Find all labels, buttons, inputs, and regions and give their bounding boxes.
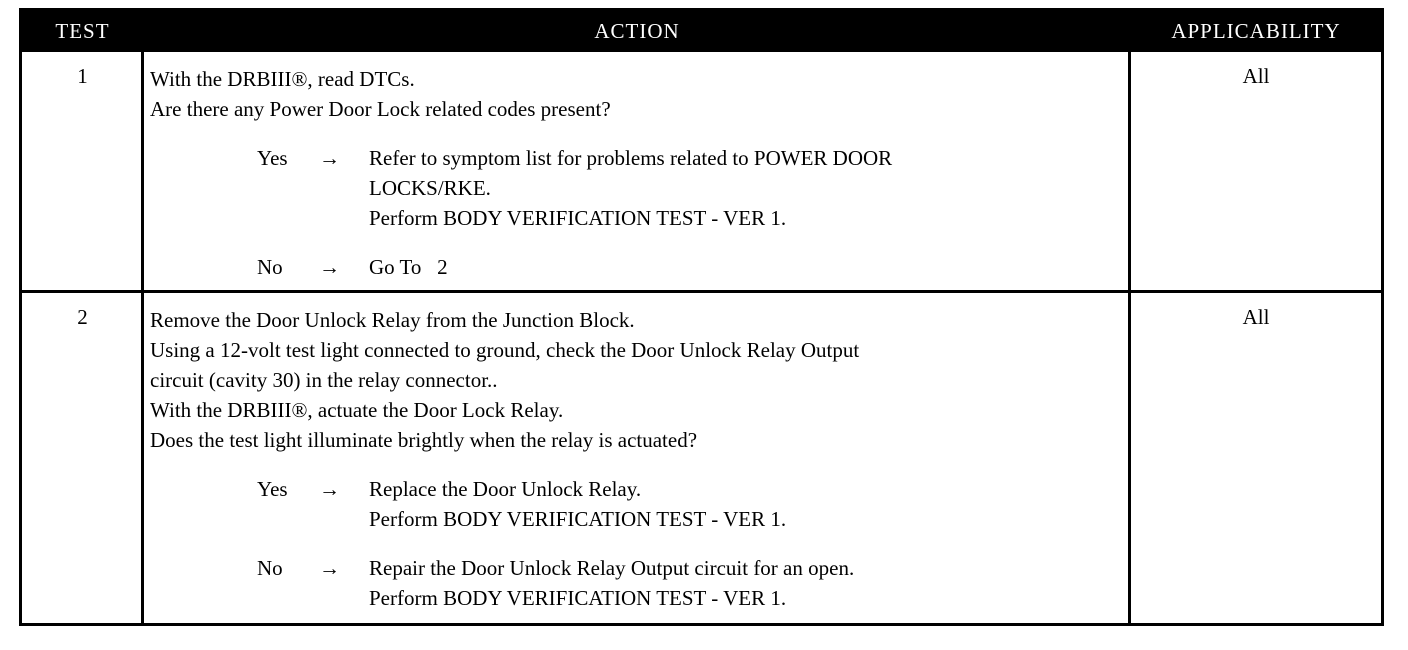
yes-result: Refer to symptom list for problems relat… (369, 143, 1120, 233)
applicability-value: All (1242, 305, 1270, 329)
result-line: Perform BODY VERIFICATION TEST - VER 1. (369, 507, 787, 531)
no-option: No → Go To 2 (257, 252, 1120, 282)
action-line: circuit (cavity 30) in the relay connect… (150, 368, 498, 392)
action-cell: With the DRBIII®, read DTCs. Are there a… (150, 64, 1120, 282)
yes-label: Yes (257, 146, 288, 170)
no-option: No → Repair the Door Unlock Relay Output… (257, 553, 1120, 613)
result-line: Perform BODY VERIFICATION TEST - VER 1. (369, 206, 787, 230)
action-line: Remove the Door Unlock Relay from the Ju… (150, 308, 635, 332)
header-applicability: APPLICABILITY (1171, 19, 1341, 43)
table-row: 1 With the DRBIII®, read DTCs. Are there… (22, 52, 1381, 290)
test-number: 2 (77, 305, 88, 329)
no-label: No (257, 556, 283, 580)
yes-label: Yes (257, 477, 288, 501)
yes-option: Yes → Replace the Door Unlock Relay. Per… (257, 474, 1120, 534)
no-result: Repair the Door Unlock Relay Output circ… (369, 553, 1120, 613)
no-label: No (257, 255, 283, 279)
yes-result: Replace the Door Unlock Relay. Perform B… (369, 474, 1120, 534)
action-line: With the DRBIII®, read DTCs. (150, 67, 415, 91)
result-line: Refer to symptom list for problems relat… (369, 146, 893, 170)
row-divider (22, 290, 1381, 293)
action-line: Using a 12-volt test light connected to … (150, 338, 860, 362)
header-action: ACTION (594, 19, 680, 43)
action-cell: Remove the Door Unlock Relay from the Ju… (150, 305, 1120, 613)
result-line: Perform BODY VERIFICATION TEST - VER 1. (369, 586, 787, 610)
right-arrow-icon: → (319, 255, 340, 279)
action-line: With the DRBIII®, actuate the Door Lock … (150, 398, 564, 422)
right-arrow-icon: → (319, 556, 340, 580)
right-arrow-icon: → (319, 146, 340, 170)
no-result: Go To 2 (369, 252, 1120, 282)
column-divider (1128, 52, 1131, 623)
table-row: 2 Remove the Door Unlock Relay from the … (22, 293, 1381, 626)
header-test: TEST (55, 19, 110, 43)
column-divider (141, 52, 144, 623)
result-line: LOCKS/RKE. (369, 176, 491, 200)
yes-option: Yes → Refer to symptom list for problems… (257, 143, 1120, 233)
applicability-value: All (1242, 64, 1270, 88)
table-header: TEST ACTION APPLICABILITY (22, 11, 1381, 52)
result-line: Go To 2 (369, 255, 448, 279)
diagnostic-test-table: TEST ACTION APPLICABILITY 1 With the DRB… (19, 8, 1384, 626)
result-line: Repair the Door Unlock Relay Output circ… (369, 556, 855, 580)
result-line: Replace the Door Unlock Relay. (369, 477, 642, 501)
right-arrow-icon: → (319, 477, 340, 501)
action-line: Does the test light illuminate brightly … (150, 428, 698, 452)
test-number: 1 (77, 64, 88, 88)
action-line: Are there any Power Door Lock related co… (150, 97, 611, 121)
